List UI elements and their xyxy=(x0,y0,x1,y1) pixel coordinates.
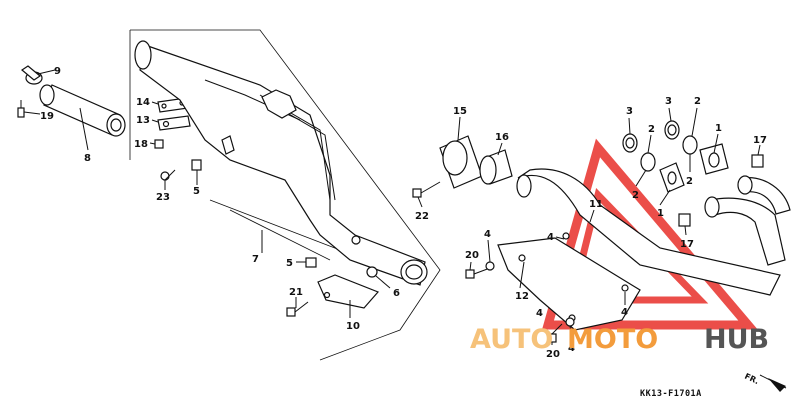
bracket-part-10 xyxy=(317,274,380,309)
callout-17a: 17 xyxy=(753,135,767,146)
nut-part-17a xyxy=(751,154,764,168)
gasket-part-3a xyxy=(622,133,638,153)
muffler-part-7 xyxy=(134,40,428,286)
exhaust-pipe-part-11 xyxy=(516,168,791,296)
direction-label: FR. xyxy=(743,372,760,386)
washer-part-4a xyxy=(485,261,495,271)
bolt-part-21 xyxy=(286,301,309,317)
watermark-word-hub: HUB xyxy=(704,324,769,355)
callout-13: 13 xyxy=(136,115,150,126)
callout-1a: 1 xyxy=(715,123,722,134)
clamp-part-15 xyxy=(439,135,483,189)
joint-part-16 xyxy=(479,149,513,185)
callout-18: 18 xyxy=(134,139,148,150)
nut-part-17b xyxy=(678,213,691,227)
callout-2b: 2 xyxy=(694,96,701,107)
callout-6: 6 xyxy=(393,288,400,299)
callout-4b: 4 xyxy=(547,232,554,243)
callout-3b: 3 xyxy=(665,96,672,107)
callout-22: 22 xyxy=(415,211,429,222)
tail-pipe-part-8 xyxy=(39,84,126,137)
flange-part-1a xyxy=(659,162,685,193)
callout-9: 9 xyxy=(54,66,61,77)
callout-11: 11 xyxy=(589,199,603,210)
callout-14: 14 xyxy=(136,97,150,108)
callout-2c: 2 xyxy=(632,190,639,201)
callout-23: 23 xyxy=(156,192,170,203)
callout-21: 21 xyxy=(289,287,303,298)
callout-4e: 4 xyxy=(536,308,543,319)
callout-5a: 5 xyxy=(193,186,200,197)
gasket-part-3b xyxy=(664,120,680,140)
callout-7: 7 xyxy=(252,254,259,265)
watermark-word-auto: AUTO xyxy=(470,324,553,355)
callout-4c: 4 xyxy=(621,307,628,318)
callouts: 9 19 8 14 13 18 5 23 7 5 21 10 6 15 16 2… xyxy=(40,66,767,360)
callout-15: 15 xyxy=(453,106,467,117)
muffler-group-outline xyxy=(129,29,441,361)
flange-part-1b xyxy=(699,143,729,175)
bolt-part-22 xyxy=(412,181,441,198)
nut-part-18 xyxy=(154,139,164,149)
leader-lines xyxy=(23,69,761,345)
callout-16: 16 xyxy=(495,132,509,143)
reference-code: KK13-F1701A xyxy=(640,389,702,399)
callout-20b: 20 xyxy=(546,349,560,360)
callout-10: 10 xyxy=(346,321,360,332)
callout-5b: 5 xyxy=(286,258,293,269)
clamp-part-9 xyxy=(20,65,43,85)
watermark-text: AUTO MOTO HUB xyxy=(470,324,769,355)
callout-8: 8 xyxy=(84,153,91,164)
callout-2a: 2 xyxy=(648,124,655,135)
callout-1b: 1 xyxy=(657,208,664,219)
callout-19: 19 xyxy=(40,111,54,122)
callout-2d: 2 xyxy=(686,176,693,187)
callout-3a: 3 xyxy=(626,106,633,117)
washer-part-5b xyxy=(305,257,317,268)
collar-part-2a xyxy=(640,152,656,172)
callout-17b: 17 xyxy=(680,239,694,250)
bolt-part-19 xyxy=(17,100,25,118)
callout-4d: 4 xyxy=(568,343,575,354)
plate-part-13 xyxy=(157,115,191,131)
collar-part-2b xyxy=(682,135,698,155)
callout-20a: 20 xyxy=(465,250,479,261)
washer-part-5a xyxy=(191,159,202,171)
callout-4a: 4 xyxy=(484,229,491,240)
front-direction-arrow: FR. xyxy=(743,372,787,392)
watermark-word-moto: MOTO xyxy=(567,324,658,355)
callout-12: 12 xyxy=(515,291,529,302)
bolt-part-23 xyxy=(160,169,176,181)
